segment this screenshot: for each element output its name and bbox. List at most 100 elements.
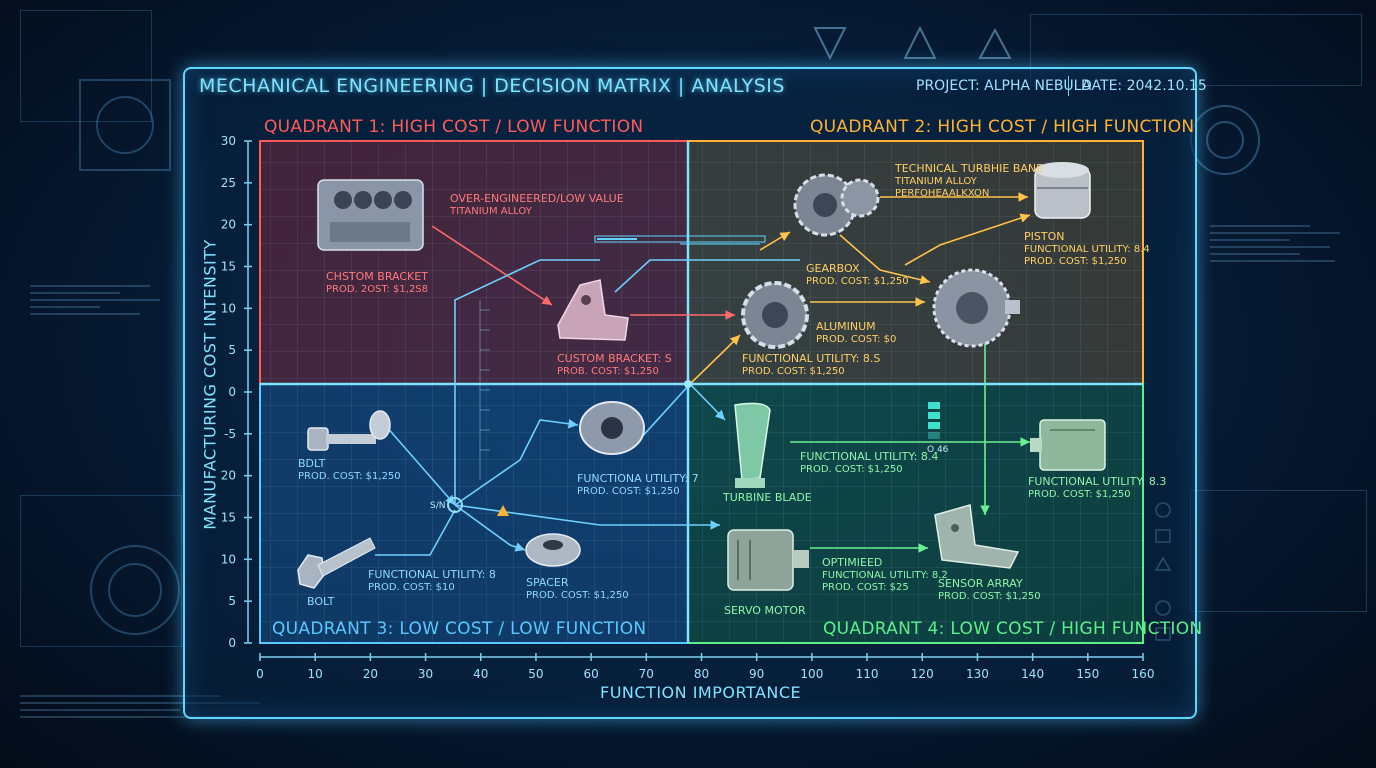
y-tick-label: -5 [224,427,236,441]
label-bolt-1-line-0: BDLT [298,457,326,470]
label-bearing-line-1: PROD. COST: $1,250 [577,486,680,497]
label-optimized-line-2: PROD. COST: $25 [822,582,909,593]
servo-motor-icon [727,529,809,591]
label-bolt-2-utility-line-1: PROD. COST: $10 [368,582,455,593]
x-tick-label: 30 [418,667,433,681]
x-tick-label: 120 [911,667,934,681]
background-code-lines-bottom [20,690,270,723]
y-tick-label: 10 [221,552,236,566]
quadrant-2-title: QUADRANT 2: HIGH COST / HIGH FUNCTION [810,117,1195,137]
label-technical-turbine-note-line-1: TITANIUM ALLOY [894,176,978,187]
date-label: DATE: 2042.10.15 [1081,78,1207,94]
x-tick-label: 90 [749,667,764,681]
background-triangle-icons [813,25,1012,61]
label-spacer-line-1: PROD. COST: $1,250 [526,590,629,601]
bolt-icon [307,410,391,451]
label-bolt-2-line-0: BOLT [307,595,335,608]
x-tick-label: 50 [528,667,543,681]
center-node-icon [684,380,692,388]
x-tick-label: 150 [1076,667,1099,681]
label-spacer-line-0: SPACER [526,576,569,589]
background-code-lines-right [1210,220,1350,267]
label-gearbox-line-0: GEARBOX [806,262,860,275]
label-servo-box-line-1: PROD. COST: $1,250 [1028,489,1131,500]
y-tick-label: 0 [228,385,236,399]
label-sensor-array-line-0: SENSOR ARRAY [938,577,1023,590]
background-gear-schematic-bottom-left [90,545,180,635]
x-tick-label: 60 [583,667,598,681]
x-tick-label: 110 [856,667,879,681]
y-tick-label: 30 [221,134,236,148]
x-tick-label: 70 [639,667,654,681]
x-tick-label: 0 [256,667,264,681]
motor-icon [932,268,1020,348]
y-tick-label: 20 [221,218,236,232]
y-tick-label: 15 [221,260,236,274]
label-piston-line-2: PROD. COST: $1,250 [1024,256,1127,267]
label-piston-line-1: FUNCTIONAL UTILITY: 8.4 [1024,244,1150,255]
label-servo-motor-line-0: SERVO MOTOR [724,604,806,617]
y-tick-label: 20 [221,469,236,483]
label-custom-bracket-1-line-1: PROD. 2OST: $1,2S8 [326,284,428,295]
gear-icon [741,281,809,349]
x-tick-label: 10 [308,667,323,681]
label-custom-bracket-2-line-0: CUSTOM BRACKET: S [557,352,672,365]
y-tick-label: 5 [228,343,236,357]
label-gearbox-line-1: PROD. COST: $1,250 [806,276,909,287]
junction-node-icon [447,497,463,513]
project-label: PROJECT: ALPHA NEBULA [916,78,1092,94]
y-tick-label: 25 [221,176,236,190]
x-tick-label: 80 [694,667,709,681]
label-over-engineered-note-line-1: TITANIUM ALLOY [449,206,533,217]
bolt-icon-2 [297,537,376,589]
y-tick-label: 0 [228,636,236,650]
quadrant-3-title: QUADRANT 3: LOW COST / LOW FUNCTION [272,619,647,639]
x-tick-label: 160 [1132,667,1155,681]
x-tick-label: 130 [966,667,989,681]
label-bearing-line-0: FUNCTIONA UTILITY: 7 [577,472,699,485]
engine-block-icon [317,179,424,251]
quadrant-4-title: QUADRANT 4: LOW COST / HIGH FUNCTION [823,619,1203,639]
gearbox-icon [793,173,880,237]
bearing-icon [579,401,645,455]
scale-bar-top [594,235,766,245]
connector-lines [375,192,1031,556]
label-aluminum-gear-line-0: ALUMINUM [816,320,876,333]
sensor-bracket-icon [934,504,1020,569]
level-meter [928,402,940,439]
piston-icon [1034,162,1091,219]
label-piston-line-0: PISTON [1024,230,1064,243]
x-tick-label: 20 [363,667,378,681]
x-axis-title: FUNCTION IMPORTANCE [600,683,802,702]
y-tick-label: 15 [221,511,236,525]
quadrant-1-title: QUADRANT 1: HIGH COST / LOW FUNCTION [264,117,644,137]
page-title: MECHANICAL ENGINEERING | DECISION MATRIX… [199,75,785,97]
label-technical-turbine-note-line-0: TECHNICAL TURBHIE BANE [894,162,1043,175]
background-panel-left-bottom [20,495,182,647]
x-tick-label: 100 [800,667,823,681]
label-over-engineered-note-line-0: OVER-ENGINEERED/LOW VALUE [450,192,624,205]
servo-icon [1030,419,1106,471]
bracket-icon [557,279,629,341]
label-aluminum-gear-line-1: PROD. COST: $0 [816,334,896,345]
ruler-scale [479,300,490,480]
header-divider [1068,76,1069,96]
label-bolt-2-utility-line-0: FUNCTIONAL UTILITY: 8 [368,568,496,581]
turbine-blade-icon [734,402,771,488]
label-gear-utility-line-0: FUNCTIONAL UTILITY: 8.S [742,352,880,365]
y-axis-title: MANUFACTURING COST INTENSITY [200,239,220,530]
y-tick-label: 5 [228,594,236,608]
label-turbine-utility-line-1: PROD. COST: $1,250 [800,464,903,475]
warning-marker-icon [497,505,509,516]
label-technical-turbine-note-line-2: PERFOHEAALKXON [895,188,989,199]
label-sensor-array-line-1: PROD. COST: $1,250 [938,591,1041,602]
label-gear-utility-line-1: PROD. COST: $1,250 [742,366,845,377]
x-tick-label: 40 [473,667,488,681]
meter-readout-label: O 46 [927,445,949,455]
label-turbine-blade-line-0: TURBINE BLADE [722,491,812,504]
spacer-icon [525,533,581,567]
